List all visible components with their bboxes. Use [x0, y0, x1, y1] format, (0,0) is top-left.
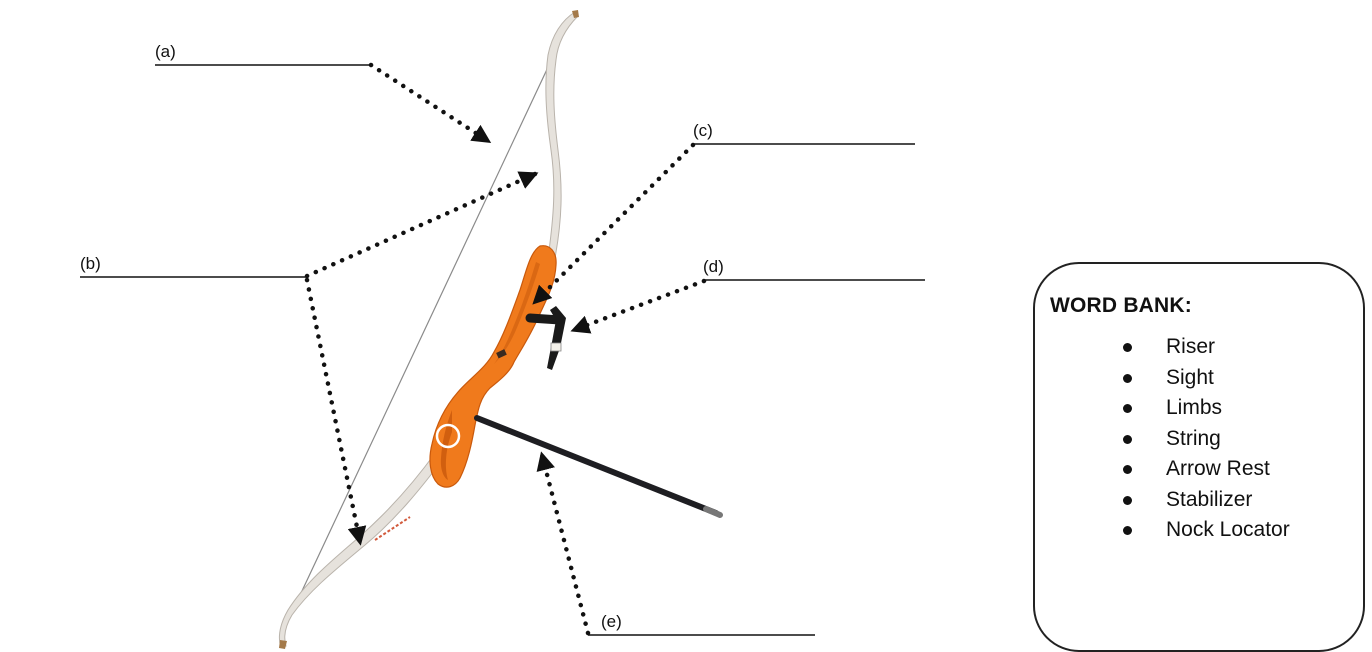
bullet-icon	[1123, 404, 1132, 413]
label-d: (d)	[703, 258, 724, 275]
word-bank-item-label: Riser	[1166, 335, 1215, 358]
upper-limb	[546, 12, 578, 258]
word-bank-item-label: Nock Locator	[1166, 518, 1290, 541]
word-bank-item: Arrow Rest	[1035, 454, 1290, 485]
word-bank-item: String	[1035, 424, 1290, 455]
word-bank-title: WORD BANK:	[1050, 294, 1192, 318]
leader-arrow-a	[371, 65, 488, 141]
leader-arrow-b-upper	[307, 174, 535, 276]
riser	[430, 246, 556, 487]
word-bank-item: Stabilizer	[1035, 485, 1290, 516]
stabilizer-tip	[706, 509, 720, 515]
bullet-icon	[1123, 435, 1132, 444]
word-bank-item-label: Stabilizer	[1166, 488, 1252, 511]
stabilizer-rod	[477, 418, 716, 513]
label-c: (c)	[693, 122, 713, 139]
word-bank-item-label: Sight	[1166, 366, 1214, 389]
label-b: (b)	[80, 255, 101, 272]
bullet-icon	[1123, 465, 1132, 474]
label-e: (e)	[601, 613, 622, 630]
leader-arrow-b-lower	[307, 280, 360, 542]
word-bank-list: Riser Sight Limbs String Arrow Rest Stab…	[1035, 332, 1290, 546]
word-bank-item: Riser	[1035, 332, 1290, 363]
bullet-icon	[1123, 343, 1132, 352]
word-bank: WORD BANK: Riser Sight Limbs String Arro…	[1033, 262, 1365, 652]
word-bank-item-label: Arrow Rest	[1166, 457, 1270, 480]
label-a: (a)	[155, 43, 176, 60]
word-bank-item-label: String	[1166, 427, 1221, 450]
leader-arrow-d	[574, 281, 704, 330]
bullet-icon	[1123, 374, 1132, 383]
lower-limb	[279, 452, 446, 647]
word-bank-item-label: Limbs	[1166, 396, 1222, 419]
sight-aperture	[551, 343, 561, 351]
word-bank-item: Nock Locator	[1035, 515, 1290, 546]
word-bank-item: Sight	[1035, 363, 1290, 394]
bullet-icon	[1123, 496, 1132, 505]
word-bank-item: Limbs	[1035, 393, 1290, 424]
leader-arrow-e	[542, 455, 588, 633]
lower-limb-tip	[279, 640, 287, 649]
bullet-icon	[1123, 526, 1132, 535]
